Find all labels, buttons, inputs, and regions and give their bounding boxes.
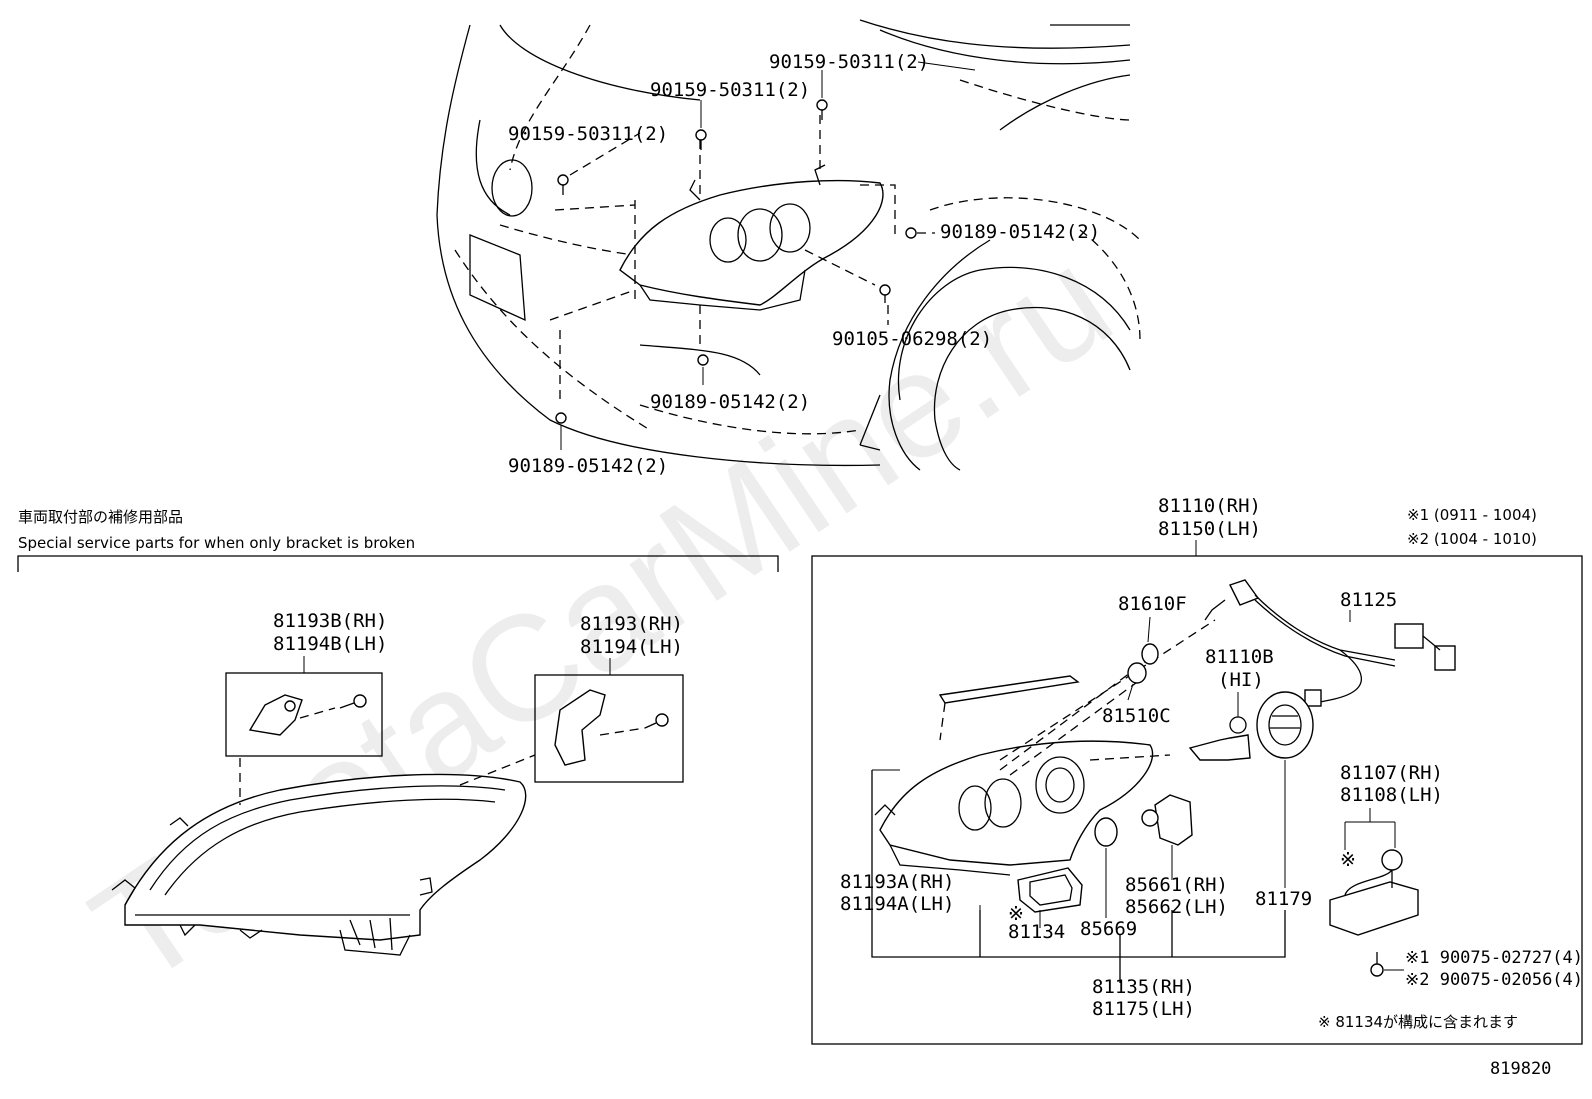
label-81110-rh: 81110(RH) xyxy=(1158,495,1261,517)
nut-icon xyxy=(697,354,709,366)
bracket-part xyxy=(554,689,606,766)
label-81175: 81175(LH) xyxy=(1092,998,1195,1020)
service-bracket-line xyxy=(17,555,779,572)
bolt-icon xyxy=(557,174,569,195)
bulb-81110b xyxy=(1188,716,1251,761)
label-85662: 85662(LH) xyxy=(1125,896,1228,918)
label-81108: 81108(LH) xyxy=(1340,784,1443,806)
footnote: ※ 81134が構成に含まれます xyxy=(1318,1013,1518,1031)
gasket-81134 xyxy=(1017,867,1083,913)
cap-81179 xyxy=(1256,691,1314,759)
service-title-jp: 車両取付部の補修用部品 xyxy=(18,508,183,526)
label-81194a: 81194A(LH) xyxy=(840,893,954,915)
kome-mark-gasket: ※ xyxy=(1008,903,1024,925)
bolt-icon xyxy=(695,129,707,150)
label-81135: 81135(RH) xyxy=(1092,976,1195,998)
label-90159-50311-b: 90159-50311(2) xyxy=(650,79,810,101)
label-90159-50311-c: 90159-50311(2) xyxy=(769,51,929,73)
label-90189-05142-c: 90189-05142(2) xyxy=(508,455,668,477)
vehicle-front-illustration xyxy=(436,19,1141,471)
label-90075-02056: ※2 90075-02056(4) xyxy=(1405,970,1583,990)
bracket-b-box xyxy=(225,672,383,757)
nut-icon xyxy=(905,227,917,239)
bulb-81510c xyxy=(1127,662,1147,684)
note-kome1: ※1 (0911 - 1004) xyxy=(1407,506,1537,524)
igniter-85661 xyxy=(1141,794,1193,846)
label-90159-50311-a: 90159-50311(2) xyxy=(508,123,668,145)
label-81179: 81179 xyxy=(1255,888,1312,910)
bolt-icon xyxy=(816,99,828,120)
label-81194: 81194(LH) xyxy=(580,636,683,658)
label-81610f: 81610F xyxy=(1118,593,1187,615)
label-81510c: 81510C xyxy=(1102,705,1171,727)
wire-harness-81125 xyxy=(1204,579,1456,707)
bolt-icon xyxy=(1370,952,1384,977)
label-81134: 81134 xyxy=(1008,921,1065,943)
label-90075-02727: ※1 90075-02727(4) xyxy=(1405,948,1583,968)
diagram-id: 819820 xyxy=(1490,1059,1551,1079)
assembly-headlamp-illustration xyxy=(874,619,1216,876)
headlamp-housing-illustration xyxy=(111,754,536,956)
bolt-icon xyxy=(339,694,367,709)
label-81193b: 81193B(RH) xyxy=(273,610,387,632)
label-81110b: 81110B xyxy=(1205,646,1274,668)
label-90189-05142-b: 90189-05142(2) xyxy=(650,391,810,413)
label-81125: 81125 xyxy=(1340,589,1397,611)
label-hi: (HI) xyxy=(1218,669,1264,691)
label-81193: 81193(RH) xyxy=(580,613,683,635)
kome-mark-ballast: ※ xyxy=(1340,849,1356,871)
label-90105-06298: 90105-06298(2) xyxy=(832,328,992,350)
nut-icon xyxy=(555,412,567,424)
group-bracket xyxy=(871,770,1286,983)
note-kome2: ※2 (1004 - 1010) xyxy=(1407,530,1537,548)
label-81150-lh: 81150(LH) xyxy=(1158,518,1261,540)
assembly-box xyxy=(811,555,1583,1045)
label-90189-05142-a: 90189-05142(2) xyxy=(940,221,1100,243)
screw-icon xyxy=(879,284,891,303)
label-85661: 85661(RH) xyxy=(1125,874,1228,896)
ballast-81107 xyxy=(1329,849,1419,936)
bracket-box xyxy=(534,674,684,783)
service-title-en: Special service parts for when only brac… xyxy=(18,534,415,552)
label-81194b: 81194B(LH) xyxy=(273,633,387,655)
bolt-icon xyxy=(644,713,669,729)
o-ring-85669 xyxy=(1094,817,1118,847)
bulb-81610f xyxy=(1141,643,1159,665)
label-81107: 81107(RH) xyxy=(1340,762,1443,784)
label-85669: 85669 xyxy=(1080,918,1137,940)
label-81193a: 81193A(RH) xyxy=(840,871,954,893)
